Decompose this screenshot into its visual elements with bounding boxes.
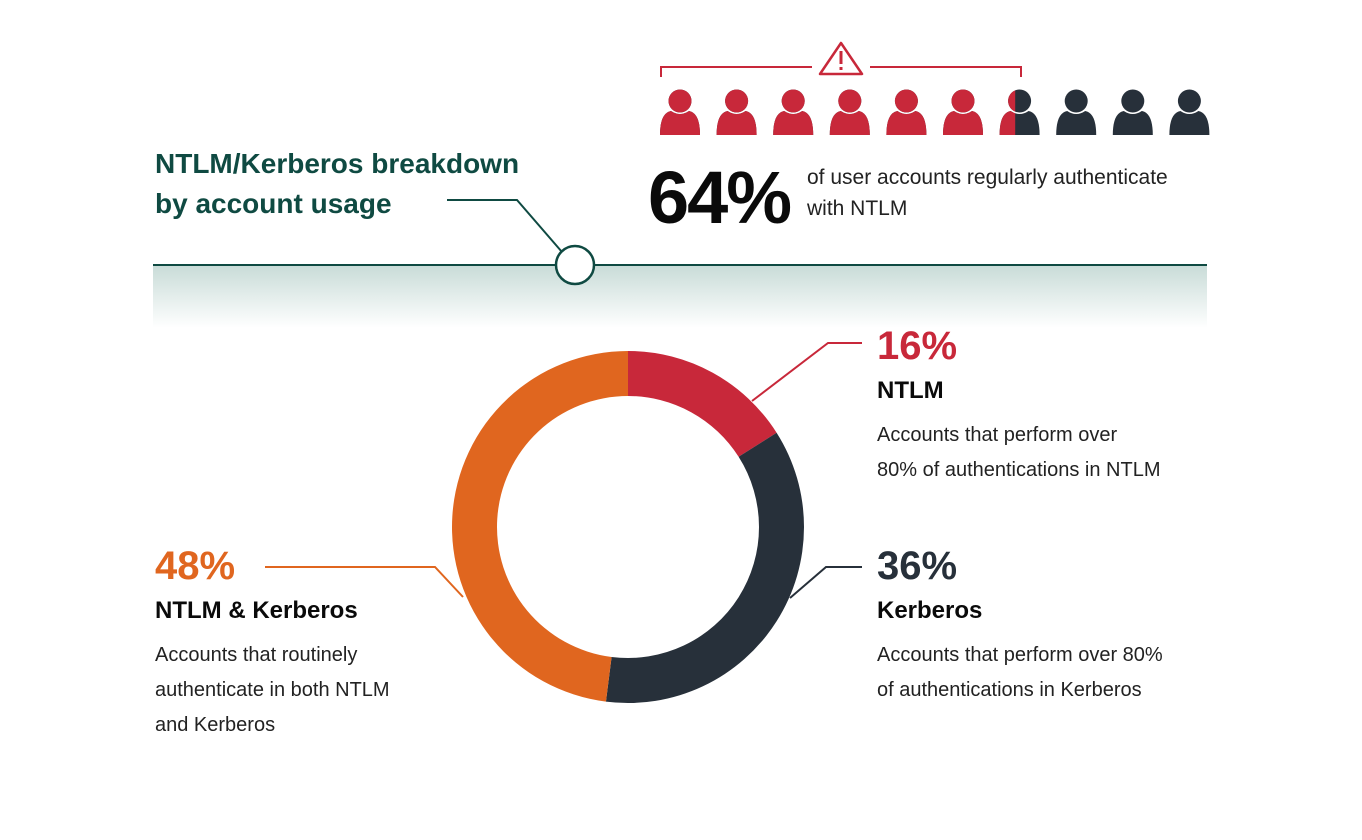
gradient-band [153,266,1207,328]
both-desc-2: authenticate in both NTLM [155,679,390,701]
person-icon [886,89,927,135]
headline-desc-1: of user accounts regularly authenticate [807,166,1168,189]
connector-node [554,244,596,286]
title-connector [447,199,563,253]
person-icon [1056,89,1097,135]
ntlm-label: NTLM [877,377,944,404]
kerberos-desc-1: Accounts that perform over 80% [877,644,1163,666]
person-icon [1169,89,1210,135]
person-icon [660,89,700,135]
both-label: NTLM & Kerberos [155,597,358,624]
legend-both: 48% NTLM & Kerberos Accounts that routin… [155,544,390,743]
ntlm-desc-1: Accounts that perform over [877,424,1118,446]
both-pct: 48% [155,544,236,588]
donut-slice-ntlm [628,351,777,457]
person-icon [773,89,814,135]
kerberos-desc-2: of authentications in Kerberos [877,679,1142,701]
headline-desc: of user accounts regularly authenticate … [807,162,1168,224]
ntlm-desc-2: 80% of authentications in NTLM [877,459,1161,481]
leader-both [265,566,464,598]
title-line-2: by account usage [155,188,392,219]
leader-kerberos [789,566,862,599]
headline-desc-2: with NTLM [807,197,908,220]
headline-value: 64% [648,156,792,239]
person-icon [943,89,983,135]
kerberos-pct: 36% [877,544,958,588]
ntlm-pct: 16% [877,324,958,368]
leader-ntlm [751,342,862,402]
person-icon [999,89,1040,135]
both-desc-3: and Kerberos [155,714,276,736]
legend-ntlm: 16% NTLM Accounts that perform over 80% … [877,324,1161,488]
title-line-1: NTLM/Kerberos breakdown [155,148,520,179]
person-icon [716,89,757,135]
donut-slice-kerberos [605,432,805,703]
page-title: NTLM/Kerberos breakdown by account usage [155,144,519,224]
person-icon [1112,89,1153,135]
warning-triangle-icon [818,41,864,76]
donut-slice-ntlm-kerberos [451,350,628,702]
person-icon [829,89,870,135]
both-desc-1: Accounts that routinely [155,644,358,666]
kerberos-label: Kerberos [877,597,983,624]
bracket [660,66,1022,77]
legend-kerberos: 36% Kerberos Accounts that perform over … [877,544,1163,708]
